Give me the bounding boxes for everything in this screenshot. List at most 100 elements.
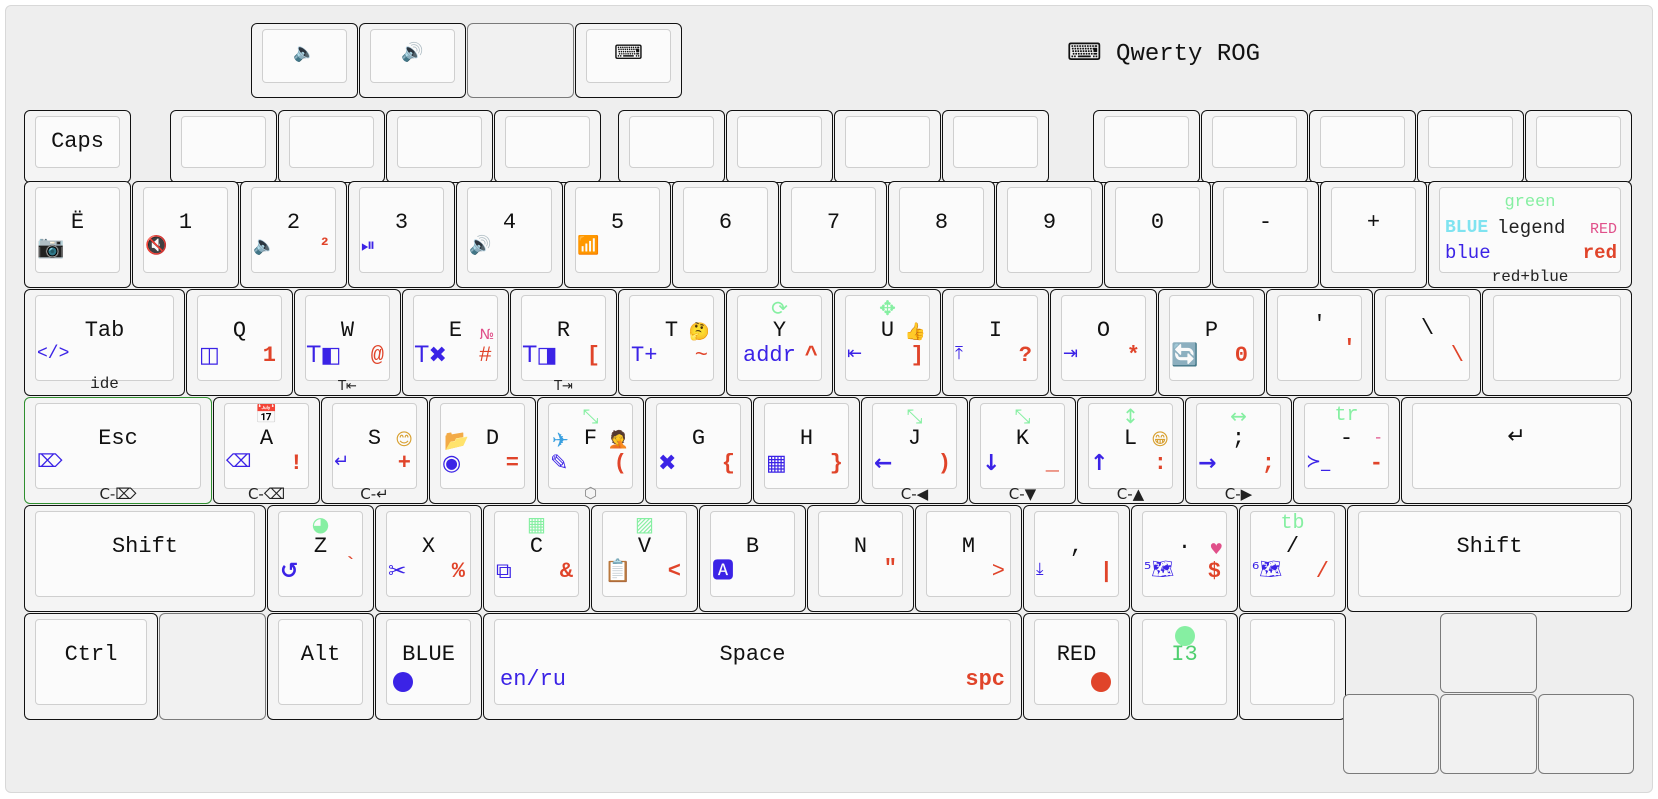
- key-k[interactable]: ⤡ K ↓ _ C-▼: [969, 397, 1076, 504]
- key-blank-mod[interactable]: [159, 613, 266, 720]
- key-p[interactable]: P 🔄 0: [1158, 289, 1265, 396]
- key-f3[interactable]: [386, 110, 493, 183]
- key-period-red: $: [1207, 559, 1221, 584]
- key-comma[interactable]: , ⤓ |: [1023, 505, 1130, 612]
- key-e[interactable]: E № T✖ #: [402, 289, 509, 396]
- key-f2[interactable]: [278, 110, 385, 183]
- key-s-red: +: [397, 451, 411, 476]
- key-u[interactable]: ✥ U 👍 ⇤ ]: [834, 289, 941, 396]
- key-f1[interactable]: [170, 110, 277, 183]
- key-blue-layer[interactable]: BLUE: [375, 613, 482, 720]
- key-arrow-down[interactable]: [1440, 694, 1537, 774]
- key-plus[interactable]: +: [1320, 181, 1427, 288]
- key-space[interactable]: Space en/ru spc: [483, 613, 1022, 720]
- key-f13[interactable]: [1525, 110, 1632, 183]
- grin-icon: 😁: [1151, 430, 1169, 450]
- key-5[interactable]: 5 📶: [564, 181, 671, 288]
- key-f5[interactable]: [618, 110, 725, 183]
- key-f9[interactable]: [1093, 110, 1200, 183]
- key-blank-mod-right[interactable]: [1239, 613, 1346, 720]
- key-q[interactable]: Q ◫ 1: [186, 289, 293, 396]
- key-blank-top-right[interactable]: [1482, 289, 1632, 396]
- key-z[interactable]: ◕ Z ↺ `: [267, 505, 374, 612]
- key-7[interactable]: 7: [780, 181, 887, 288]
- key-yo[interactable]: Ë 📷: [24, 181, 131, 288]
- play-pause-icon: ⏯: [361, 235, 376, 256]
- key-volume-up[interactable]: 🔊: [359, 23, 466, 98]
- key-9[interactable]: 9: [996, 181, 1103, 288]
- key-o-label: O: [1096, 318, 1111, 343]
- key-caps[interactable]: Caps: [24, 110, 131, 183]
- key-volume-down[interactable]: 🔈: [251, 23, 358, 98]
- key-y[interactable]: ⟳ Y addr ^: [726, 289, 833, 396]
- key-0[interactable]: 0: [1104, 181, 1211, 288]
- key-1[interactable]: 1 🔇: [132, 181, 239, 288]
- key-backslash[interactable]: \ \: [1374, 289, 1481, 396]
- key-i3[interactable]: I3: [1131, 613, 1238, 720]
- key-i[interactable]: I ⤒ ?: [942, 289, 1049, 396]
- key-m[interactable]: M >: [915, 505, 1022, 612]
- key-tab[interactable]: Tab </> ide: [24, 289, 185, 396]
- key-3[interactable]: 3 ⏯: [348, 181, 455, 288]
- key-arrow-right[interactable]: [1538, 694, 1634, 774]
- key-j[interactable]: ⤡ J ← ) C-◀: [861, 397, 968, 504]
- key-a-label: A: [259, 426, 274, 451]
- key-b[interactable]: B 🅰: [699, 505, 806, 612]
- key-period[interactable]: . ♥ ⁵🗺 $: [1131, 505, 1238, 612]
- key-f10[interactable]: [1201, 110, 1308, 183]
- key-arrow-left[interactable]: [1343, 694, 1439, 774]
- key-o[interactable]: O ⇥ *: [1050, 289, 1157, 396]
- key-v[interactable]: ▨ V 📋 <: [591, 505, 698, 612]
- key-minus[interactable]: -: [1212, 181, 1319, 288]
- key-ctrl[interactable]: Ctrl: [24, 613, 158, 720]
- key-n[interactable]: N ": [807, 505, 914, 612]
- key-dash-pink: -: [1373, 429, 1383, 447]
- key-4[interactable]: 4 🔊: [456, 181, 563, 288]
- key-enter[interactable]: ↵: [1401, 397, 1632, 504]
- key-esc[interactable]: Esc ⌦ C-⌦: [24, 397, 212, 504]
- key-semicolon-red: ;: [1261, 451, 1275, 476]
- key-a[interactable]: 📅 A ⌫ ! C-⌫: [213, 397, 320, 504]
- key-t[interactable]: T 🤔 T+ ~: [618, 289, 725, 396]
- key-f6[interactable]: [726, 110, 833, 183]
- key-h[interactable]: H ▦ }: [753, 397, 860, 504]
- key-6[interactable]: 6: [672, 181, 779, 288]
- key-shift-right[interactable]: Shift: [1347, 505, 1632, 612]
- key-f8[interactable]: [942, 110, 1049, 183]
- key-semicolon[interactable]: ↔ ; → ; C-▶: [1185, 397, 1292, 504]
- key-r[interactable]: R T◨ [ T⇥: [510, 289, 617, 396]
- hexagon-icon: ⬡: [583, 484, 598, 502]
- key-keyboard-layout[interactable]: ⌨: [575, 23, 682, 98]
- key-red-layer[interactable]: RED: [1023, 613, 1130, 720]
- key-w[interactable]: W T◧ @ T⇤: [294, 289, 401, 396]
- key-blank-media[interactable]: [467, 23, 574, 98]
- key-u-red: ]: [910, 343, 924, 368]
- key-g[interactable]: G ✖ {: [645, 397, 752, 504]
- key-d[interactable]: 📂 D ◉ =: [429, 397, 536, 504]
- home-arrow-icon: ⇤: [847, 343, 863, 364]
- key-f11[interactable]: [1309, 110, 1416, 183]
- key-alt[interactable]: Alt: [267, 613, 374, 720]
- key-f[interactable]: ⤡ ✈ F 🤦 ✎ ( ⬡: [537, 397, 644, 504]
- key-x[interactable]: X ✂ %: [375, 505, 482, 612]
- key-red-layer-label: RED: [1056, 642, 1097, 667]
- split-view-icon: ◫: [199, 343, 220, 368]
- key-dash[interactable]: tr - - ≻_ -: [1293, 397, 1400, 504]
- key-shift-left[interactable]: Shift: [24, 505, 266, 612]
- key-s[interactable]: S 😊 ↵ + C-↵: [321, 397, 428, 504]
- key-f4[interactable]: [494, 110, 601, 183]
- key-f7[interactable]: [834, 110, 941, 183]
- key-quote[interactable]: ' ': [1266, 289, 1373, 396]
- key-l[interactable]: ↕ L 😁 ↑ : C-▲: [1077, 397, 1184, 504]
- key-slash[interactable]: tb / ⁶🗺 /: [1239, 505, 1346, 612]
- key-2[interactable]: 2 🔈 ²: [240, 181, 347, 288]
- key-slash-red: /: [1315, 559, 1329, 584]
- key-c[interactable]: ▦ C ⧉ &: [483, 505, 590, 612]
- horizontal-resize-icon: ↔: [1230, 404, 1247, 428]
- key-8[interactable]: 8: [888, 181, 995, 288]
- key-f12[interactable]: [1417, 110, 1524, 183]
- key-arrow-up[interactable]: [1440, 613, 1537, 693]
- no-signal-icon: 📶: [577, 235, 600, 256]
- volume-up-icon: 🔊: [401, 42, 424, 63]
